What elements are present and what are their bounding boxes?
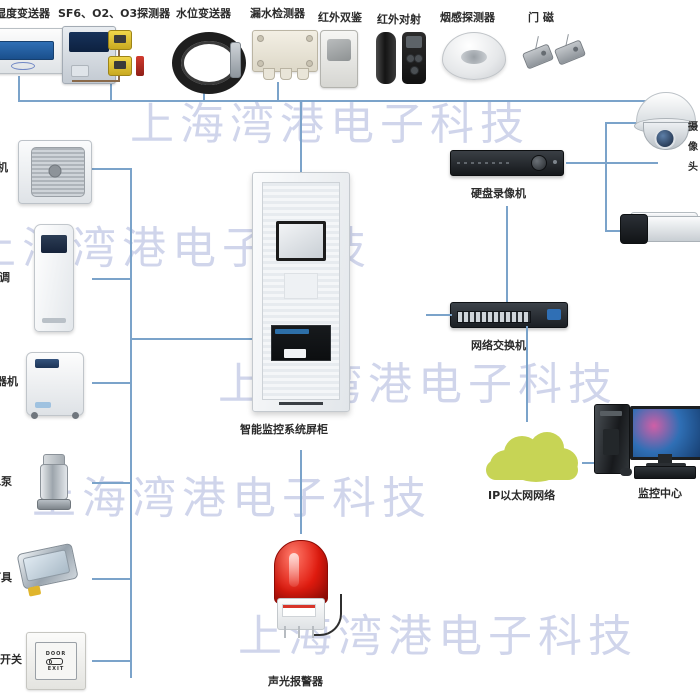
camera-label-char: 像 xyxy=(688,142,698,153)
sensor-drop-line xyxy=(110,76,112,102)
device-label-dehumidifier: 除湿器机 xyxy=(0,375,18,388)
left-bus-to-cabinet-line xyxy=(130,338,300,340)
sensor-label-gas-detector: SF6、O2、O3探测器 xyxy=(58,7,171,20)
ptz-dome-camera-icon xyxy=(632,92,698,150)
dvr-to-camera-bus-line xyxy=(566,162,658,164)
water-level-transmitter-icon xyxy=(170,28,254,94)
sensor-drop-line xyxy=(277,82,279,102)
door-magnet-icon xyxy=(520,30,592,80)
camera-branch-line xyxy=(605,122,643,124)
network-switch-icon xyxy=(450,302,568,328)
left-branch-line xyxy=(92,660,132,662)
switch-left-stub-line xyxy=(426,314,452,316)
switch-label: 网络交换机 xyxy=(471,339,526,352)
audible-visual-alarm-icon xyxy=(270,540,342,638)
device-label-fan: 风机 xyxy=(0,161,8,174)
sensor-label-door-magnet: 门 磁 xyxy=(528,11,554,24)
sensor-label-leak-detector: 漏水检测器 xyxy=(250,7,305,20)
device-label-air-conditioner: 空调 xyxy=(0,271,10,284)
cloud-to-center-line xyxy=(582,462,598,464)
device-label-pump: 水泵 xyxy=(0,475,12,488)
dvr-to-switch-line xyxy=(506,206,508,302)
alarm-label: 声光报警器 xyxy=(268,675,323,688)
watermark-text: 上海湾港电子科技 xyxy=(130,99,530,150)
left-branch-line xyxy=(92,382,132,384)
smoke-detector-icon xyxy=(442,32,506,80)
sensor-label-smoke: 烟感探测器 xyxy=(440,11,495,24)
left-branch-line xyxy=(92,168,132,170)
sensor-label-water-level: 水位变送器 xyxy=(176,7,231,20)
dvr-label: 硬盘录像机 xyxy=(471,187,526,200)
cabinet-label: 智能监控系统屏柜 xyxy=(240,423,328,436)
top-bus-line xyxy=(18,100,658,102)
lighting-fixture-icon xyxy=(16,542,81,597)
water-leak-detector-icon xyxy=(252,30,318,80)
ip-network-cloud-icon xyxy=(486,430,582,482)
gas-detector-icon xyxy=(62,26,152,84)
device-label-lighting: 灯具 xyxy=(0,571,12,584)
dehumidifier-icon xyxy=(26,352,84,419)
air-conditioner-icon xyxy=(34,224,74,332)
bullet-camera-icon xyxy=(620,212,700,244)
left-branch-line xyxy=(92,482,132,484)
left-branch-line xyxy=(92,578,132,580)
cloud-label: IP以太网网络 xyxy=(488,489,556,502)
pir-dual-detector-icon xyxy=(320,30,358,88)
sensor-drop-line xyxy=(18,76,20,102)
left-bus-line xyxy=(130,168,132,678)
dvr-icon xyxy=(450,150,564,176)
monitoring-center-label: 监控中心 xyxy=(638,487,682,500)
sensor-label-temp-humidity: 温湿度变送器 xyxy=(0,7,50,20)
water-pump-icon xyxy=(34,452,72,510)
ventilation-fan-icon xyxy=(18,140,92,204)
switch-to-cloud-line xyxy=(526,326,528,422)
device-label-door-switch: 门禁开关 xyxy=(0,653,22,666)
monitoring-cabinet-icon xyxy=(252,172,350,412)
top-bus-to-cabinet-line xyxy=(300,100,302,172)
left-branch-line xyxy=(92,278,132,280)
sensor-label-pir-dual: 红外双鉴 xyxy=(318,11,362,24)
camera-bus-line xyxy=(605,122,607,232)
camera-label-char: 头 xyxy=(688,162,698,173)
camera-label-char: 摄 xyxy=(688,122,698,133)
sensor-label-ir-beam: 红外对射 xyxy=(377,13,421,26)
watermark-text: 上海湾港电子科技 xyxy=(32,473,432,524)
cabinet-to-alarm-line xyxy=(300,450,302,534)
monitoring-center-pc-icon xyxy=(594,404,700,482)
infrared-beam-detector-icon xyxy=(376,32,432,86)
